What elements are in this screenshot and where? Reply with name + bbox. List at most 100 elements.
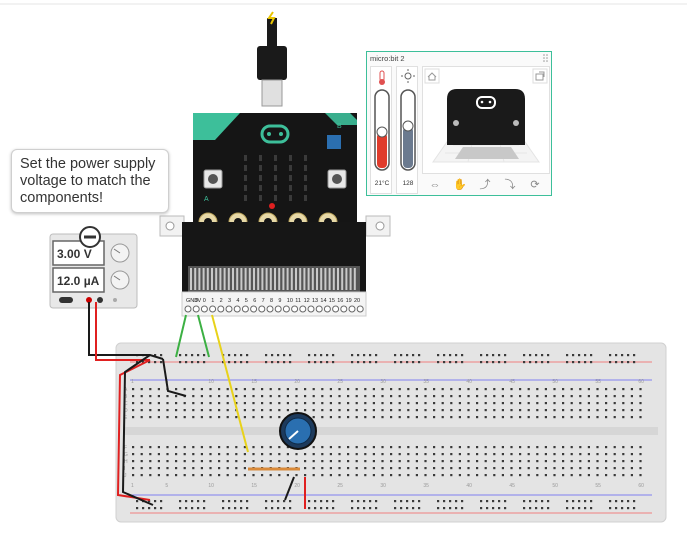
rail-hole[interactable] — [240, 507, 243, 510]
terminal-hole[interactable] — [458, 467, 461, 470]
terminal-hole[interactable] — [596, 402, 599, 405]
rail-hole[interactable] — [265, 500, 268, 503]
terminal-hole[interactable] — [493, 402, 496, 405]
terminal-hole[interactable] — [415, 388, 418, 391]
rail-hole[interactable] — [547, 361, 550, 364]
rail-hole[interactable] — [449, 361, 452, 364]
terminal-hole[interactable] — [372, 453, 375, 456]
terminal-hole[interactable] — [519, 409, 522, 412]
terminal-hole[interactable] — [433, 416, 436, 419]
terminal-hole[interactable] — [639, 467, 642, 470]
rail-hole[interactable] — [443, 354, 446, 357]
terminal-hole[interactable] — [630, 388, 633, 391]
rail-hole[interactable] — [609, 361, 612, 364]
rail-hole[interactable] — [228, 507, 231, 510]
terminal-hole[interactable] — [183, 416, 186, 419]
terminal-hole[interactable] — [261, 409, 264, 412]
rail-hole[interactable] — [357, 354, 360, 357]
terminal-hole[interactable] — [252, 388, 255, 391]
rail-hole[interactable] — [633, 500, 636, 503]
rail-hole[interactable] — [547, 500, 550, 503]
terminal-hole[interactable] — [424, 453, 427, 456]
rail-hole[interactable] — [203, 361, 206, 364]
terminal-hole[interactable] — [269, 446, 272, 449]
terminal-hole[interactable] — [553, 446, 556, 449]
terminal-hole[interactable] — [192, 474, 195, 477]
rail-hole[interactable] — [406, 500, 409, 503]
pin-hole[interactable] — [332, 305, 340, 313]
rail-hole[interactable] — [357, 500, 360, 503]
terminal-hole[interactable] — [390, 446, 393, 449]
terminal-hole[interactable] — [433, 467, 436, 470]
rail-hole[interactable] — [191, 361, 194, 364]
terminal-hole[interactable] — [493, 388, 496, 391]
terminal-hole[interactable] — [562, 467, 565, 470]
terminal-hole[interactable] — [596, 460, 599, 463]
terminal-hole[interactable] — [218, 453, 221, 456]
terminal-hole[interactable] — [630, 395, 633, 398]
terminal-hole[interactable] — [312, 467, 315, 470]
rail-hole[interactable] — [498, 507, 501, 510]
terminal-hole[interactable] — [218, 409, 221, 412]
terminal-hole[interactable] — [407, 409, 410, 412]
terminal-hole[interactable] — [200, 402, 203, 405]
terminal-hole[interactable] — [132, 453, 135, 456]
terminal-hole[interactable] — [312, 416, 315, 419]
rail-hole[interactable] — [363, 507, 366, 510]
terminal-hole[interactable] — [329, 395, 332, 398]
terminal-hole[interactable] — [510, 467, 513, 470]
terminal-hole[interactable] — [493, 395, 496, 398]
terminal-hole[interactable] — [415, 395, 418, 398]
terminal-hole[interactable] — [364, 395, 367, 398]
rail-hole[interactable] — [633, 507, 636, 510]
rail-hole[interactable] — [271, 507, 274, 510]
terminal-hole[interactable] — [312, 388, 315, 391]
terminal-hole[interactable] — [398, 402, 401, 405]
rail-hole[interactable] — [529, 361, 532, 364]
terminal-hole[interactable] — [252, 402, 255, 405]
terminal-hole[interactable] — [398, 453, 401, 456]
terminal-hole[interactable] — [639, 446, 642, 449]
temperature-slider[interactable]: 21°C — [370, 66, 392, 194]
terminal-hole[interactable] — [149, 474, 152, 477]
terminal-hole[interactable] — [596, 409, 599, 412]
rail-hole[interactable] — [572, 507, 575, 510]
terminal-hole[interactable] — [312, 460, 315, 463]
rail-hole[interactable] — [504, 361, 507, 364]
rail-hole[interactable] — [185, 354, 188, 357]
terminal-hole[interactable] — [613, 409, 616, 412]
pin-hole[interactable] — [323, 305, 331, 313]
terminal-hole[interactable] — [501, 446, 504, 449]
terminal-hole[interactable] — [286, 446, 289, 449]
terminal-hole[interactable] — [622, 446, 625, 449]
terminal-hole[interactable] — [536, 460, 539, 463]
terminal-hole[interactable] — [630, 409, 633, 412]
terminal-hole[interactable] — [200, 460, 203, 463]
terminal-hole[interactable] — [140, 409, 143, 412]
pin-hole[interactable] — [315, 305, 323, 313]
rail-hole[interactable] — [455, 354, 458, 357]
pin-hole[interactable] — [184, 305, 192, 313]
terminal-hole[interactable] — [149, 453, 152, 456]
terminal-hole[interactable] — [243, 388, 246, 391]
rail-hole[interactable] — [179, 354, 182, 357]
rail-hole[interactable] — [179, 500, 182, 503]
rail-hole[interactable] — [633, 354, 636, 357]
rail-hole[interactable] — [590, 507, 593, 510]
rail-hole[interactable] — [234, 507, 237, 510]
rail-hole[interactable] — [480, 500, 483, 503]
terminal-hole[interactable] — [501, 402, 504, 405]
terminal-hole[interactable] — [243, 402, 246, 405]
rail-hole[interactable] — [283, 361, 286, 364]
terminal-hole[interactable] — [544, 460, 547, 463]
terminal-hole[interactable] — [372, 402, 375, 405]
terminal-hole[interactable] — [132, 416, 135, 419]
rail-hole[interactable] — [142, 507, 145, 510]
terminal-hole[interactable] — [553, 460, 556, 463]
terminal-hole[interactable] — [605, 460, 608, 463]
terminal-hole[interactable] — [132, 474, 135, 477]
terminal-hole[interactable] — [622, 453, 625, 456]
terminal-hole[interactable] — [484, 402, 487, 405]
rail-hole[interactable] — [590, 354, 593, 357]
terminal-hole[interactable] — [192, 409, 195, 412]
